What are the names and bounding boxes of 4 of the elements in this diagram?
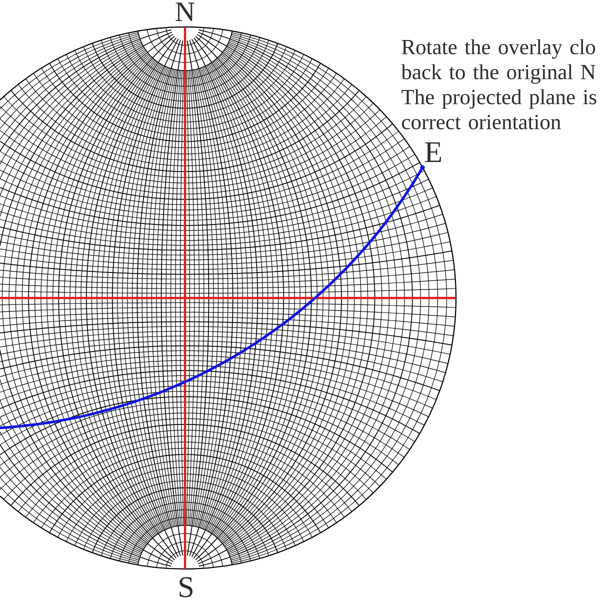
- compass-label: S: [180, 577, 192, 598]
- compass-label: N: [176, 2, 194, 21]
- note-text: Rotate the overlay clo back to the original N The projected plane is correct orientation: [401, 39, 596, 130]
- compass-label: E: [425, 142, 442, 162]
